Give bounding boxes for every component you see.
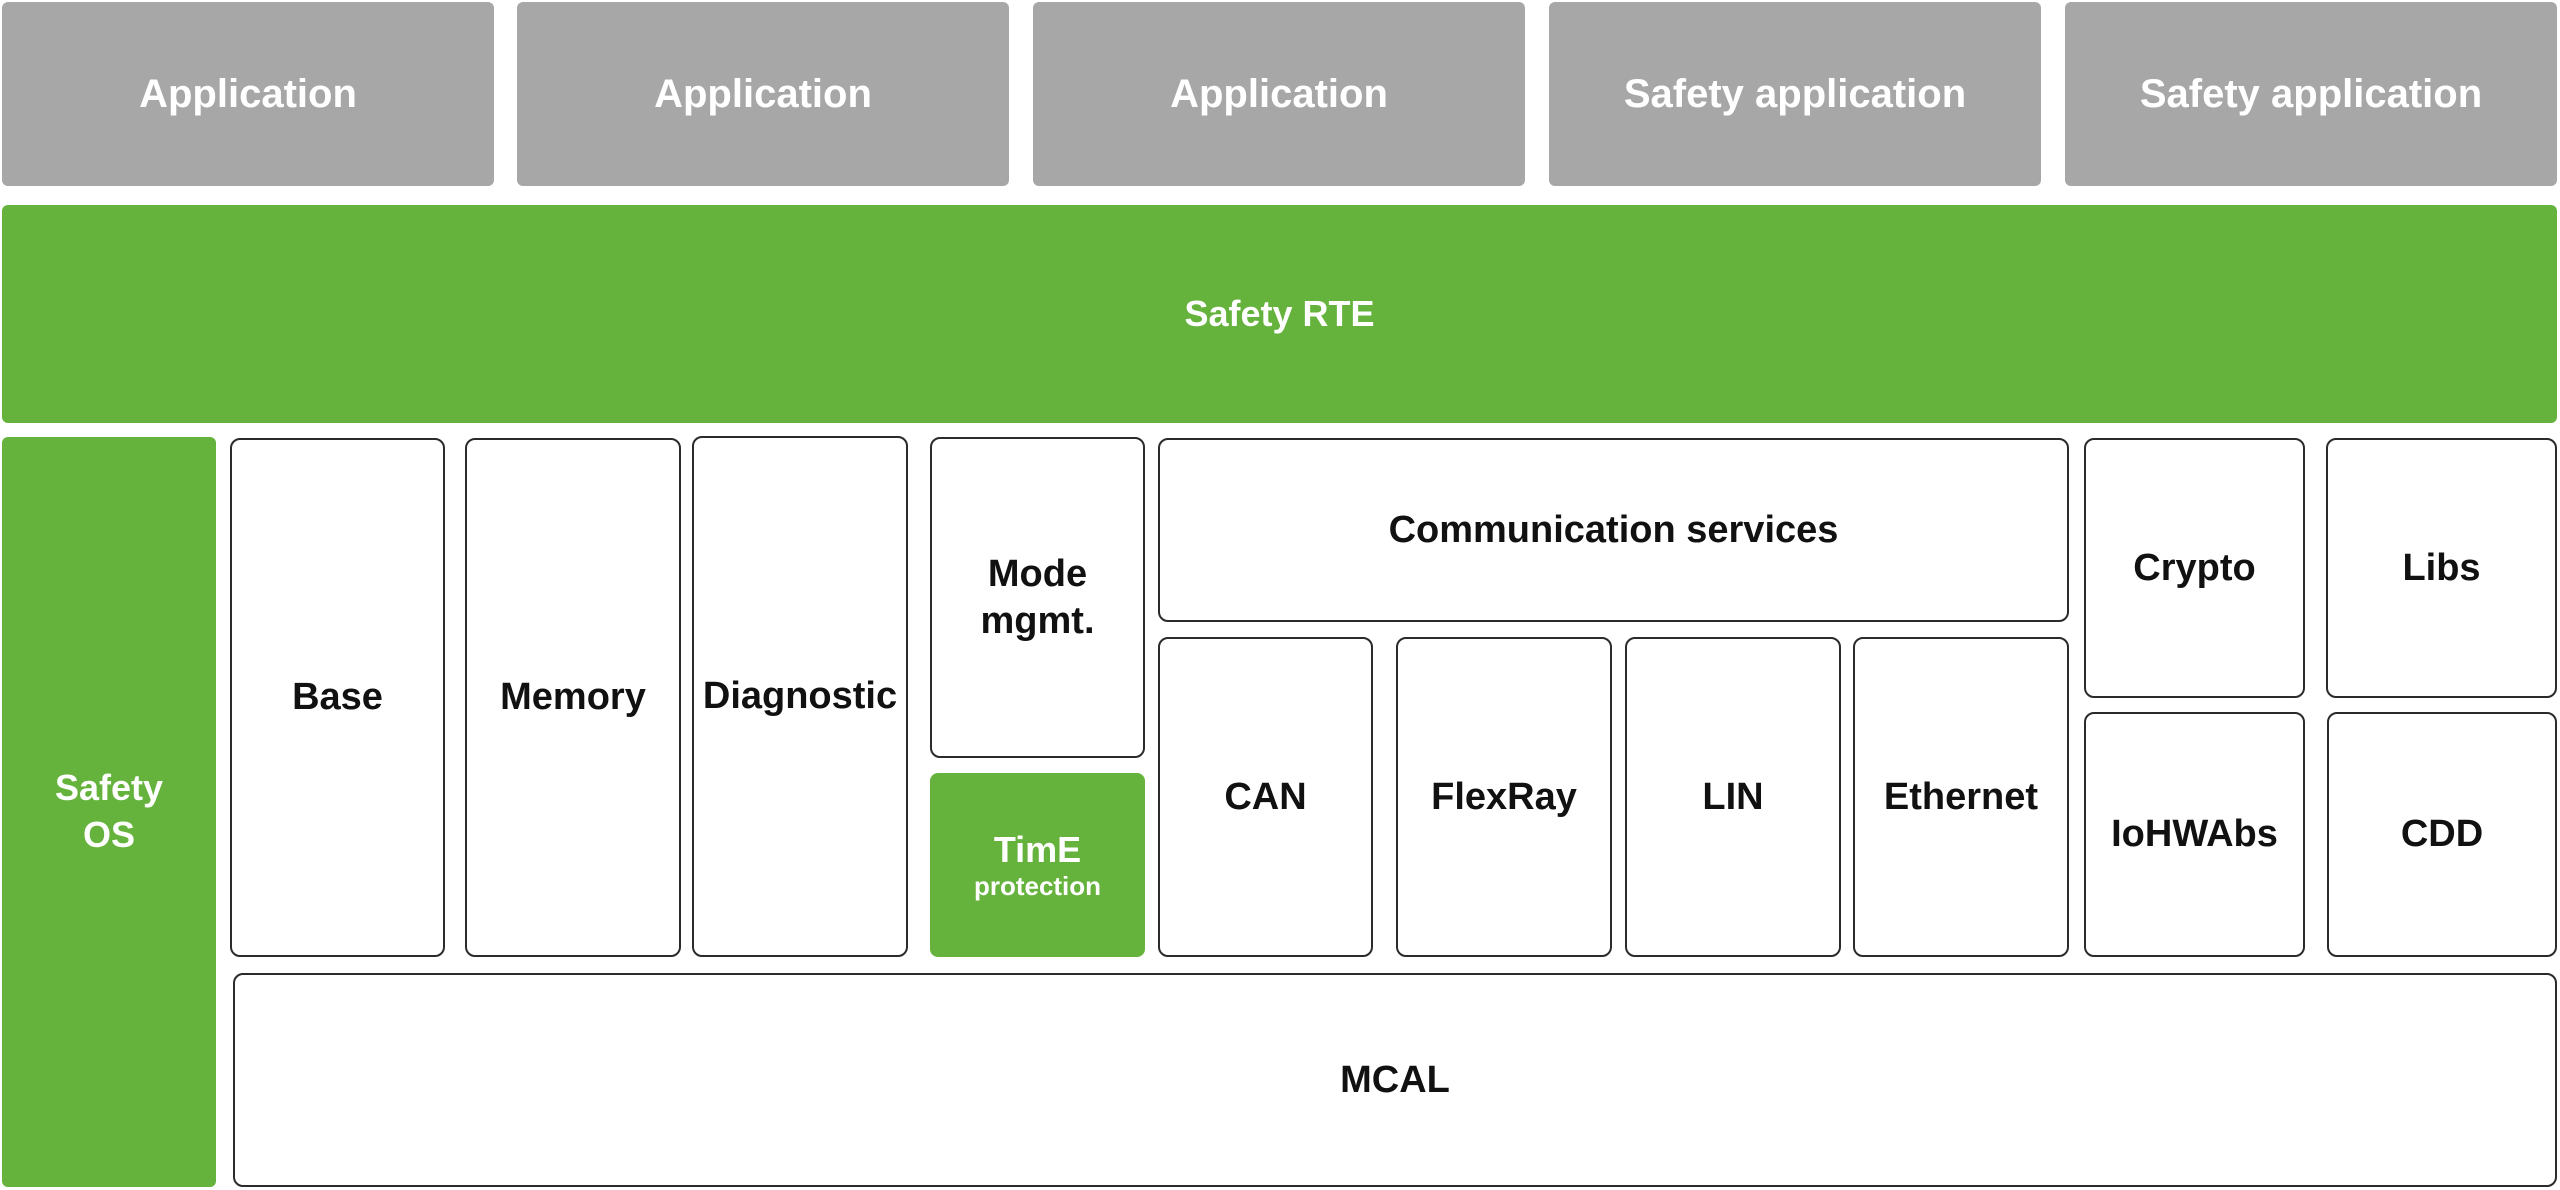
crypto-module: Crypto bbox=[2084, 438, 2305, 698]
can-module: CAN bbox=[1158, 637, 1373, 957]
safety-rte-block: Safety RTE bbox=[2, 205, 2557, 423]
crypto-label: Crypto bbox=[2133, 546, 2256, 589]
lin-label: LIN bbox=[1702, 775, 1764, 818]
communication-services-label: Communication services bbox=[1388, 508, 1839, 551]
base-module: Base bbox=[230, 438, 445, 957]
flexray-module: FlexRay bbox=[1396, 637, 1612, 957]
flexray-label: FlexRay bbox=[1431, 775, 1577, 818]
memory-module: Memory bbox=[465, 438, 681, 957]
lin-module: LIN bbox=[1625, 637, 1841, 957]
application-block-1: Application bbox=[2, 2, 494, 186]
application-block-2: Application bbox=[517, 2, 1009, 186]
mcal-module: MCAL bbox=[233, 973, 2557, 1187]
ethernet-module: Ethernet bbox=[1853, 637, 2069, 957]
communication-services-module: Communication services bbox=[1158, 438, 2069, 622]
safety-application-block-1: Safety application bbox=[1549, 2, 2041, 186]
application-label: Application bbox=[1170, 71, 1388, 116]
time-protection-subtitle: protection bbox=[973, 871, 1102, 901]
diagnostic-label: Diagnostic bbox=[702, 675, 898, 718]
mcal-label: MCAL bbox=[1340, 1058, 1450, 1101]
mode-mgmt-label-line1: Mode bbox=[987, 553, 1088, 596]
mode-mgmt-module: Mode mgmt. bbox=[930, 437, 1145, 758]
memory-label: Memory bbox=[500, 676, 646, 719]
can-label: CAN bbox=[1224, 775, 1307, 818]
iohwabs-label: IoHWAbs bbox=[2111, 813, 2278, 856]
safety-rte-label: Safety RTE bbox=[1184, 293, 1375, 334]
safety-application-block-2: Safety application bbox=[2065, 2, 2557, 186]
safety-application-label: Safety application bbox=[2139, 71, 2483, 116]
diagnostic-module: Diagnostic bbox=[692, 436, 908, 957]
safety-os-label-line1: Safety bbox=[54, 767, 164, 809]
libs-module: Libs bbox=[2326, 438, 2557, 698]
libs-label: Libs bbox=[2402, 546, 2481, 589]
time-protection-title: TimE bbox=[993, 828, 1082, 870]
cdd-module: CDD bbox=[2327, 712, 2557, 957]
time-protection-block: TimE protection bbox=[930, 773, 1145, 957]
mode-mgmt-label-line2: mgmt. bbox=[980, 599, 1095, 642]
iohwabs-module: IoHWAbs bbox=[2084, 712, 2305, 957]
safety-os-block: Safety OS bbox=[2, 437, 216, 1187]
base-label: Base bbox=[292, 676, 383, 719]
ethernet-label: Ethernet bbox=[1883, 775, 2039, 818]
application-label: Application bbox=[654, 71, 872, 116]
application-block-3: Application bbox=[1033, 2, 1525, 186]
safety-application-label: Safety application bbox=[1623, 71, 1967, 116]
cdd-label: CDD bbox=[2400, 813, 2484, 856]
safety-os-label-line2: OS bbox=[82, 814, 135, 855]
application-label: Application bbox=[139, 71, 357, 116]
